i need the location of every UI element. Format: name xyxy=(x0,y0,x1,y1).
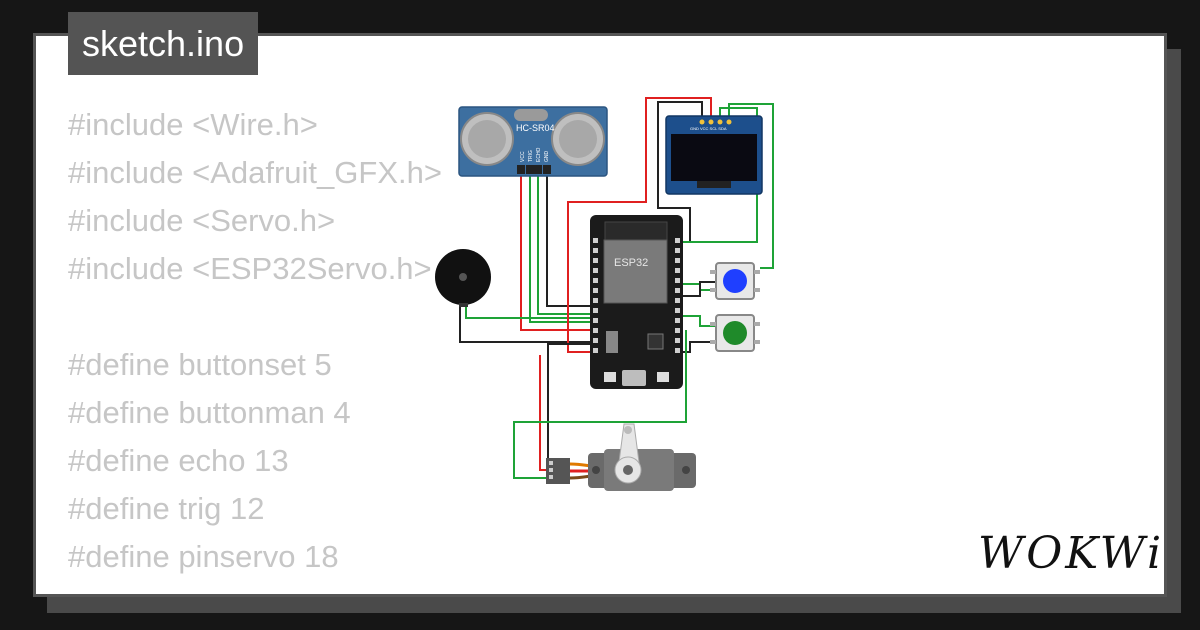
ultrasonic-pin-label: ECHO xyxy=(536,147,542,162)
code-line: #define pinservo 18 xyxy=(68,539,339,574)
wire-buzzer-2 xyxy=(459,305,595,343)
wokwi-logo: WOKWi xyxy=(978,528,1165,579)
wire-servo-gnd xyxy=(547,343,595,462)
wire-oled-vcc xyxy=(567,97,712,353)
wire-oled-scl xyxy=(678,107,758,243)
code-line: #include <Wire.h> xyxy=(68,107,318,142)
wire-oled-sda xyxy=(728,103,774,269)
wire-ultrasonic-gnd xyxy=(546,175,595,307)
esp32-board[interactable]: ESP32 xyxy=(590,215,683,389)
esp32-pins-left xyxy=(593,238,598,353)
code-line: #define buttonman 4 xyxy=(68,395,351,430)
wire-ultrasonic-vcc xyxy=(520,175,595,331)
esp32-label: ESP32 xyxy=(614,257,648,269)
wire-servo-signal xyxy=(513,330,687,479)
esp32-pins-right xyxy=(675,238,680,353)
button-blue-cap xyxy=(723,269,747,293)
code-editor: #include <Wire.h> #include <Adafruit_GFX… xyxy=(68,101,442,581)
code-line: #include <ESP32Servo.h> xyxy=(68,251,432,286)
wire-button-green xyxy=(678,315,716,327)
wire-buzzer-1 xyxy=(465,305,595,319)
code-line: #define trig 12 xyxy=(68,491,265,526)
servo-motor[interactable] xyxy=(546,423,696,491)
wire-button-blue-gnd xyxy=(678,281,716,297)
code-line: #define buttonset 5 xyxy=(68,347,332,382)
wires xyxy=(459,97,774,479)
button-green[interactable] xyxy=(710,314,760,352)
code-line: #include <Servo.h> xyxy=(68,203,336,238)
wire-servo-vcc xyxy=(539,355,548,471)
file-tab[interactable]: sketch.ino xyxy=(68,12,259,75)
oled-pin-labels: GND VCC SCL SDA xyxy=(690,126,727,131)
oled-display[interactable]: GND VCC SCL SDA xyxy=(665,115,763,195)
ultrasonic-label: HC-SR04 xyxy=(516,123,555,133)
code-line: #define echo 13 xyxy=(68,443,289,478)
button-green-cap xyxy=(723,321,747,345)
code-line: #include <Adafruit_GFX.h> xyxy=(68,155,442,190)
ultrasonic-pin-label: GND xyxy=(544,151,550,163)
ultrasonic-sensor[interactable]: HC-SR04 VCC TRIG ECHO GND xyxy=(458,106,608,177)
wire-ultrasonic-trig xyxy=(529,175,595,323)
ultrasonic-pin-label: VCC xyxy=(520,151,526,162)
buzzer[interactable] xyxy=(435,249,491,307)
button-blue[interactable] xyxy=(710,262,760,300)
wire-ultrasonic-echo xyxy=(537,175,595,315)
ultrasonic-pin-label: TRIG xyxy=(528,150,534,162)
